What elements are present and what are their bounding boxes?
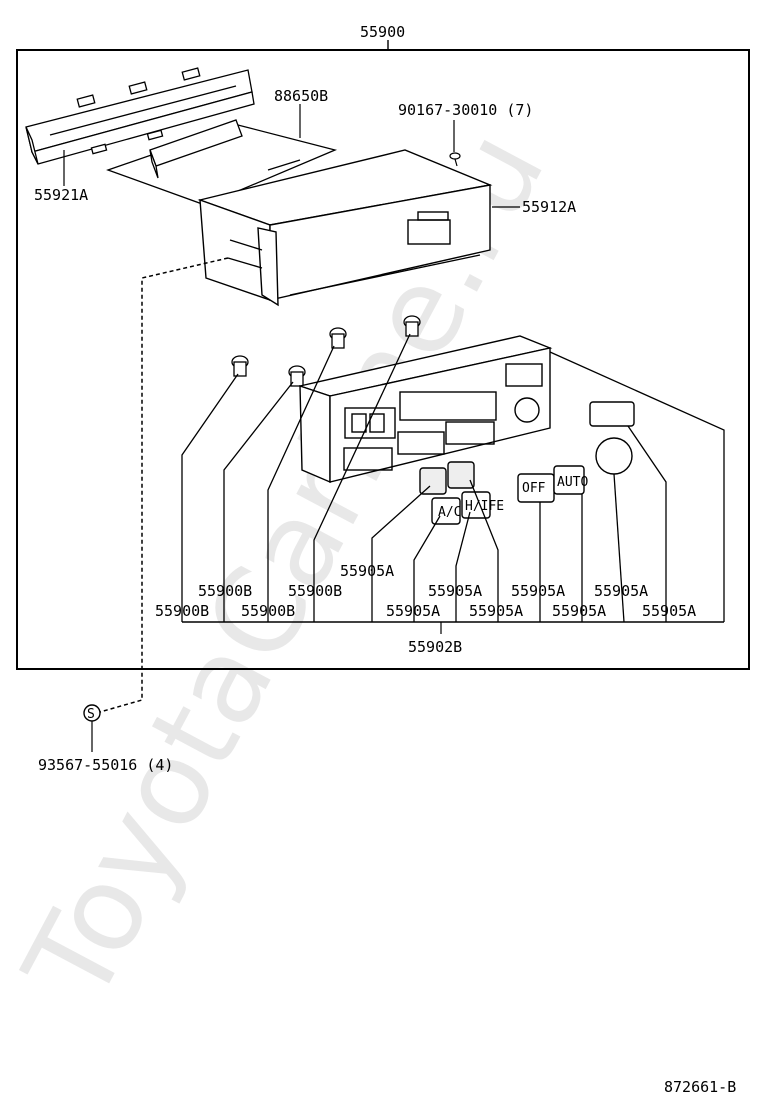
row2-label-1[interactable]: 55900B — [155, 602, 209, 620]
bracket-label[interactable]: 55921A — [34, 186, 88, 204]
loose-buttons — [419, 401, 635, 525]
row2-label-4[interactable]: 55905A — [469, 602, 523, 620]
top-assembly-label[interactable]: 55900 — [360, 23, 405, 41]
ac-button-text: A/C — [438, 505, 461, 520]
auto-button-text: AUTO — [557, 475, 588, 490]
row1-label-1[interactable]: 55900B — [198, 582, 252, 600]
dashed-leader — [99, 257, 229, 713]
screw-symbol-letter: S — [87, 707, 95, 722]
row2-label-5[interactable]: 55905A — [552, 602, 606, 620]
off-button-text: OFF — [522, 481, 546, 496]
row1-label-4[interactable]: 55905A — [428, 582, 482, 600]
assembly-frame — [16, 49, 750, 670]
board-part — [106, 119, 338, 206]
row1-label-5[interactable]: 55905A — [511, 582, 565, 600]
bracket-part — [25, 67, 255, 165]
panel-label[interactable]: 55902B — [408, 638, 462, 656]
control-panel — [297, 335, 553, 484]
label-row-2: 55900B 55900B 55905A 55905A 55905A 55905… — [155, 602, 696, 620]
hife-button-text: H/IFE — [465, 499, 504, 514]
bottom-screw-label[interactable]: 93567-55016 (4) — [38, 756, 173, 774]
row2-label-2[interactable]: 55900B — [241, 602, 295, 620]
row1-label-3[interactable]: 55905A — [340, 562, 394, 580]
housing-part — [197, 149, 493, 307]
footer-code: 872661-B — [664, 1078, 736, 1096]
row2-label-6[interactable]: 55905A — [642, 602, 696, 620]
row2-label-3[interactable]: 55905A — [386, 602, 440, 620]
housing-label[interactable]: 55912A — [522, 198, 576, 216]
label-row-1: 55900B 55900B 55905A 55905A 55905A 55905… — [198, 562, 648, 600]
board-label[interactable]: 88650B — [274, 87, 328, 105]
screw-label[interactable]: 90167-30010 (7) — [398, 101, 533, 119]
label-leaders — [181, 333, 725, 623]
row1-label-6[interactable]: 55905A — [594, 582, 648, 600]
small-screw-icon — [449, 152, 461, 167]
bulb-icons — [231, 315, 421, 387]
row1-label-2[interactable]: 55900B — [288, 582, 342, 600]
